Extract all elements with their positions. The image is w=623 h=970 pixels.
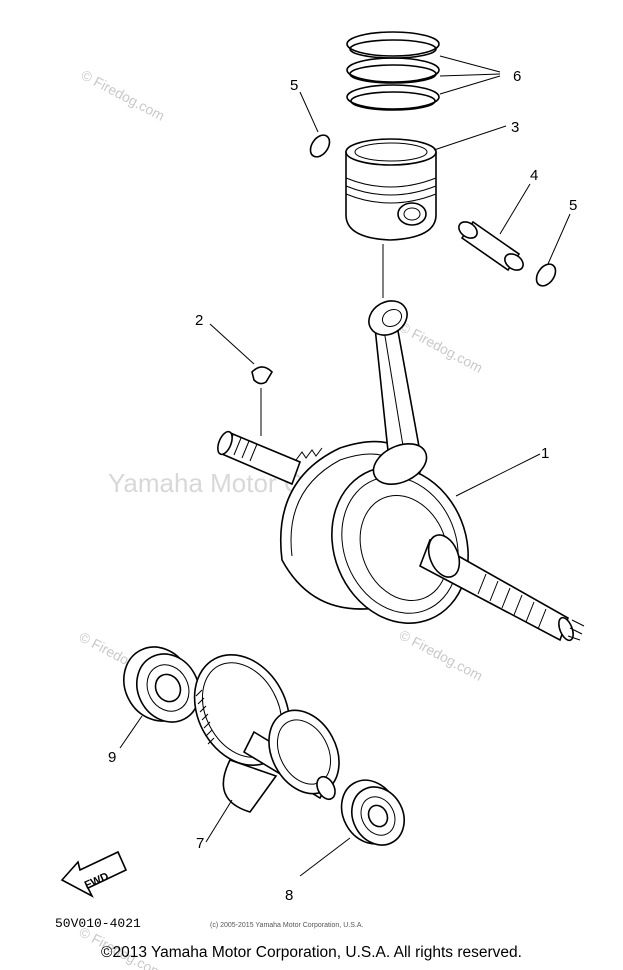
callout-4: 4 (530, 167, 538, 184)
callout-6: 6 (513, 68, 521, 85)
piston (345, 138, 437, 241)
callout-9: 9 (108, 749, 116, 766)
bearing-right (340, 779, 405, 846)
bearing-left (123, 646, 200, 723)
callout-8: 8 (285, 887, 293, 904)
callout-5-right: 5 (569, 197, 577, 214)
copyright-footer: ©2013 Yamaha Motor Corporation, U.S.A. A… (101, 944, 522, 961)
callout-1: 1 (541, 445, 549, 462)
balancer-shaft (193, 653, 340, 813)
callout-7: 7 (196, 835, 204, 852)
piston-rings (346, 31, 440, 111)
crankshaft-assembly (217, 300, 585, 642)
circlip-left (309, 134, 331, 158)
woodruff-key (251, 366, 274, 385)
diagram-code: 50V010-4021 (55, 916, 141, 931)
callout-3: 3 (511, 119, 519, 136)
watermark-firedog: © Firedog.com (397, 319, 486, 376)
forward-arrow: FWD (60, 850, 128, 898)
small-copyright: (c) 2005-2015 Yamaha Motor Corporation, … (210, 922, 363, 929)
watermark-firedog: © Firedog.com (397, 627, 486, 684)
watermark-firedog: © Firedog.com (79, 67, 168, 124)
callout-5-left: 5 (290, 77, 298, 94)
piston-pin (458, 220, 524, 272)
leader-lines (119, 55, 571, 877)
circlip-right (535, 263, 557, 287)
callout-2: 2 (195, 312, 203, 329)
